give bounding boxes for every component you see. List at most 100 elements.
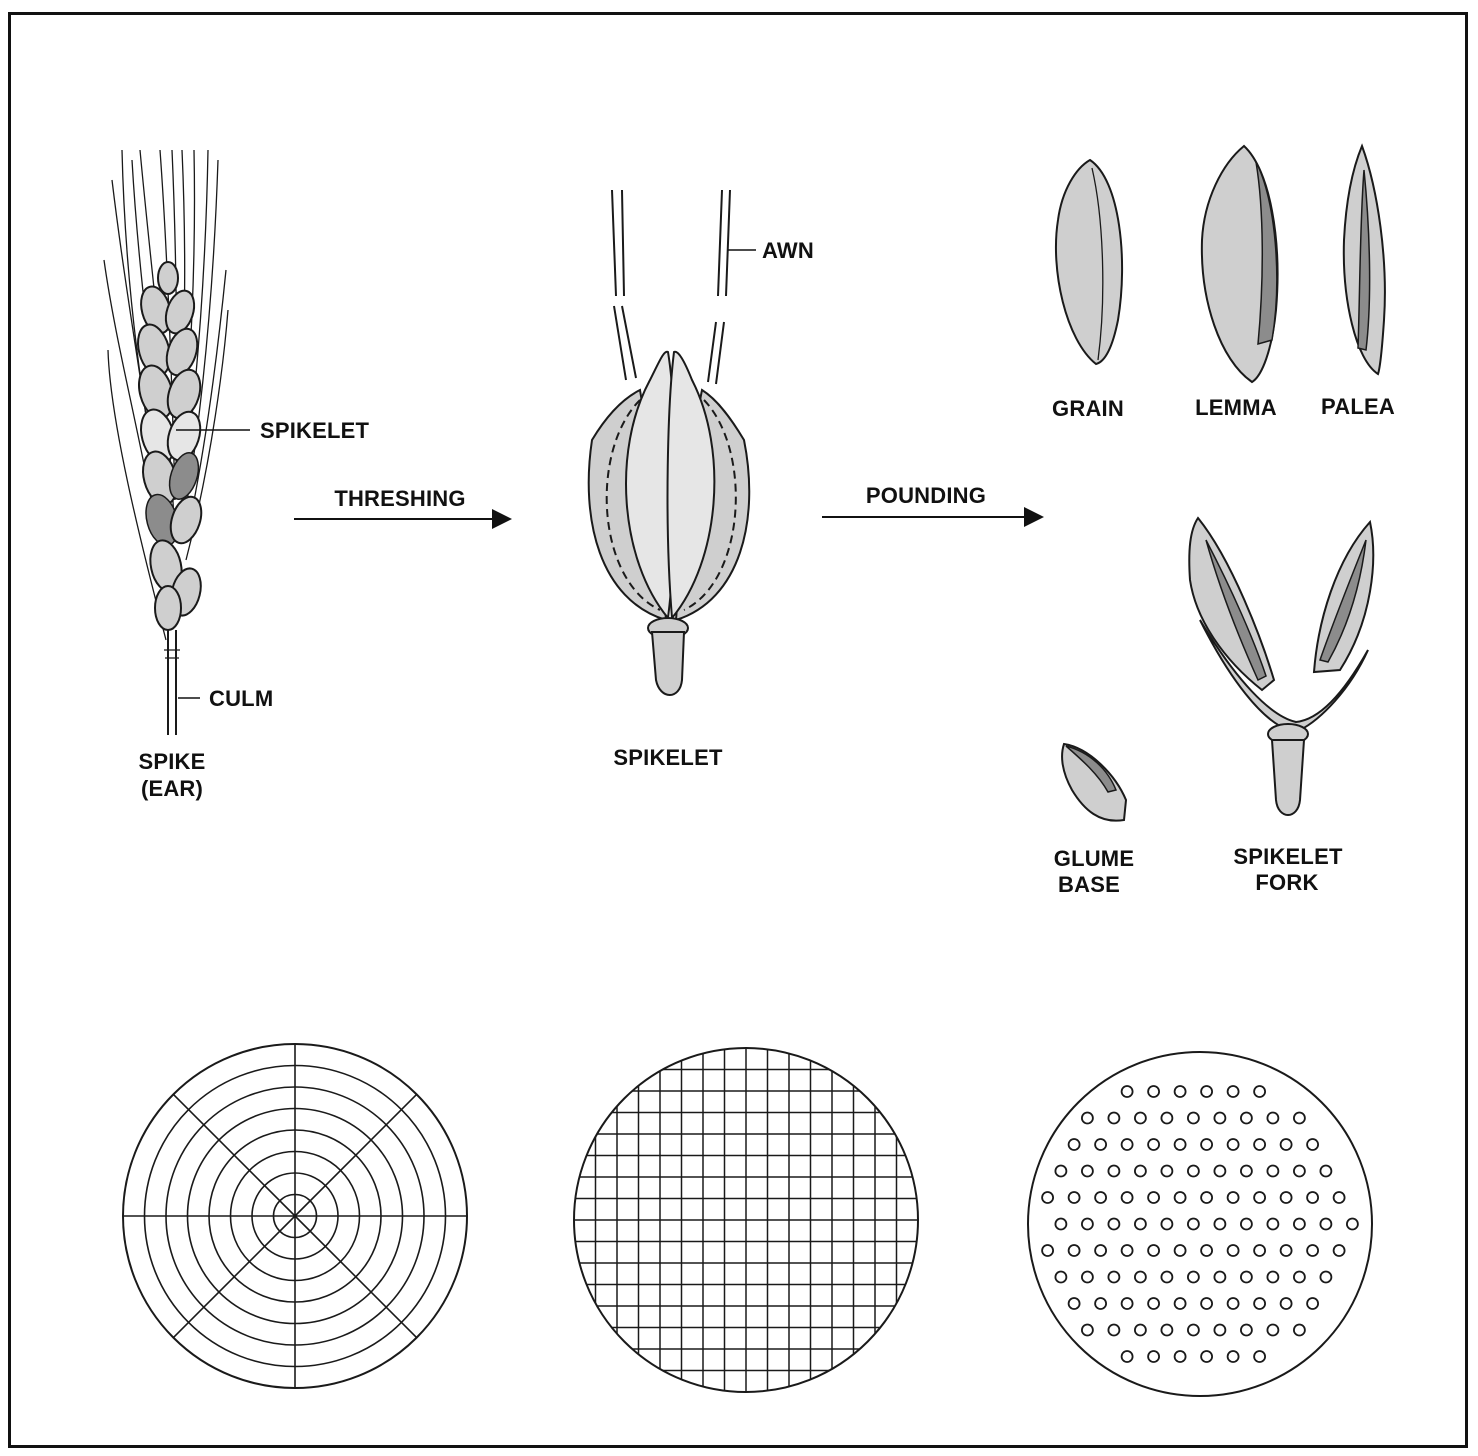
spikelet-center-label: SPIKELET bbox=[613, 745, 723, 770]
sieve-hole bbox=[1294, 1166, 1305, 1177]
sieve-hole bbox=[1148, 1298, 1159, 1309]
sieve-hole bbox=[1214, 1272, 1225, 1283]
sieve-hole bbox=[1108, 1325, 1119, 1336]
glume-base-illustration bbox=[1062, 744, 1126, 821]
spikelet-label: SPIKELET bbox=[260, 418, 370, 443]
sieve-hole bbox=[1069, 1192, 1080, 1203]
sieve-hole bbox=[1254, 1245, 1265, 1256]
grid-lines bbox=[574, 1048, 918, 1392]
sieve-hole bbox=[1241, 1166, 1252, 1177]
sieve-hole bbox=[1175, 1192, 1186, 1203]
culm-label: CULM bbox=[209, 686, 273, 711]
sieve-hole bbox=[1175, 1086, 1186, 1097]
sieve-hole bbox=[1201, 1192, 1212, 1203]
sieve-hole bbox=[1122, 1192, 1133, 1203]
sieve-hole bbox=[1307, 1139, 1318, 1150]
threshing-label: THRESHING bbox=[334, 486, 465, 511]
sieve-hole bbox=[1307, 1298, 1318, 1309]
fork-label: FORK bbox=[1255, 870, 1318, 895]
sieve-hole bbox=[1082, 1325, 1093, 1336]
grain-illustration bbox=[1056, 160, 1122, 364]
sieve-hole bbox=[1307, 1192, 1318, 1203]
sieve-hole bbox=[1241, 1325, 1252, 1336]
sieve-hole bbox=[1228, 1192, 1239, 1203]
sieve-hole bbox=[1188, 1272, 1199, 1283]
sieve-hole bbox=[1201, 1351, 1212, 1362]
base-label: BASE bbox=[1058, 872, 1120, 897]
sieve-hole bbox=[1135, 1166, 1146, 1177]
sieve-hole bbox=[1082, 1272, 1093, 1283]
sieve-hole bbox=[1095, 1298, 1106, 1309]
sieve-hole bbox=[1307, 1245, 1318, 1256]
sieve-hole bbox=[1188, 1113, 1199, 1124]
sieve-hole bbox=[1082, 1166, 1093, 1177]
sieve-hole bbox=[1175, 1245, 1186, 1256]
sieve-hole bbox=[1135, 1113, 1146, 1124]
sieve-hole bbox=[1281, 1298, 1292, 1309]
sieve-hole bbox=[1214, 1325, 1225, 1336]
sieve-hole bbox=[1267, 1166, 1278, 1177]
sieve-hole bbox=[1122, 1298, 1133, 1309]
sieve-hole bbox=[1188, 1166, 1199, 1177]
sieve-hole bbox=[1214, 1113, 1225, 1124]
sieve-hole bbox=[1254, 1086, 1265, 1097]
sieve-hole bbox=[1095, 1139, 1106, 1150]
sieve-hole bbox=[1108, 1166, 1119, 1177]
sieve-spoke bbox=[173, 1216, 295, 1338]
spikelet-fork-label: SPIKELET bbox=[1233, 844, 1343, 869]
sieve-hole bbox=[1201, 1139, 1212, 1150]
palea-illustration bbox=[1344, 146, 1385, 374]
sieve-hole bbox=[1267, 1113, 1278, 1124]
sieve-hole bbox=[1148, 1086, 1159, 1097]
sieve-hole bbox=[1042, 1245, 1053, 1256]
sieve-hole bbox=[1228, 1086, 1239, 1097]
sieve-hole bbox=[1267, 1219, 1278, 1230]
ear-label: (EAR) bbox=[141, 776, 203, 801]
sieve-hole bbox=[1161, 1113, 1172, 1124]
sieve-spoke bbox=[295, 1216, 417, 1338]
sieve-hole bbox=[1201, 1298, 1212, 1309]
sieve-hole bbox=[1055, 1219, 1066, 1230]
sieve-hole bbox=[1281, 1139, 1292, 1150]
sieve-hole bbox=[1320, 1272, 1331, 1283]
grid-sieve bbox=[574, 1048, 918, 1392]
spikelet-illustration bbox=[589, 190, 750, 695]
sieve-hole bbox=[1228, 1351, 1239, 1362]
sieve-hole bbox=[1320, 1219, 1331, 1230]
sieve-hole bbox=[1055, 1166, 1066, 1177]
palea-label: PALEA bbox=[1321, 394, 1395, 419]
sieve-hole bbox=[1055, 1272, 1066, 1283]
sieve-hole bbox=[1267, 1272, 1278, 1283]
sieve-hole bbox=[1334, 1245, 1345, 1256]
sieve-hole bbox=[1069, 1298, 1080, 1309]
sieve-hole bbox=[1069, 1245, 1080, 1256]
lemma-illustration bbox=[1202, 146, 1278, 382]
sieve-hole bbox=[1294, 1113, 1305, 1124]
sieve-hole bbox=[1175, 1298, 1186, 1309]
sieve-hole bbox=[1254, 1139, 1265, 1150]
sieve-hole bbox=[1175, 1139, 1186, 1150]
sieve-hole bbox=[1161, 1325, 1172, 1336]
sieve-hole bbox=[1122, 1351, 1133, 1362]
sieve-hole bbox=[1161, 1219, 1172, 1230]
sieve-hole bbox=[1294, 1272, 1305, 1283]
sieve-hole bbox=[1320, 1166, 1331, 1177]
sieve-hole bbox=[1148, 1351, 1159, 1362]
sieve-hole bbox=[1347, 1219, 1358, 1230]
sieve-hole bbox=[1161, 1166, 1172, 1177]
sieve-hole bbox=[1214, 1166, 1225, 1177]
sieve-hole bbox=[1254, 1298, 1265, 1309]
hole-sieve bbox=[1028, 1052, 1372, 1396]
sieve-hole bbox=[1095, 1192, 1106, 1203]
sieve-hole bbox=[1281, 1192, 1292, 1203]
sieve-hole bbox=[1201, 1086, 1212, 1097]
radial-sieve bbox=[123, 1044, 467, 1388]
sieve-hole bbox=[1267, 1325, 1278, 1336]
sieve-hole bbox=[1069, 1139, 1080, 1150]
sieve-hole bbox=[1281, 1245, 1292, 1256]
pounding-label: POUNDING bbox=[866, 483, 986, 508]
sieve-hole bbox=[1214, 1219, 1225, 1230]
sieve-hole bbox=[1148, 1192, 1159, 1203]
sieve-hole bbox=[1241, 1219, 1252, 1230]
